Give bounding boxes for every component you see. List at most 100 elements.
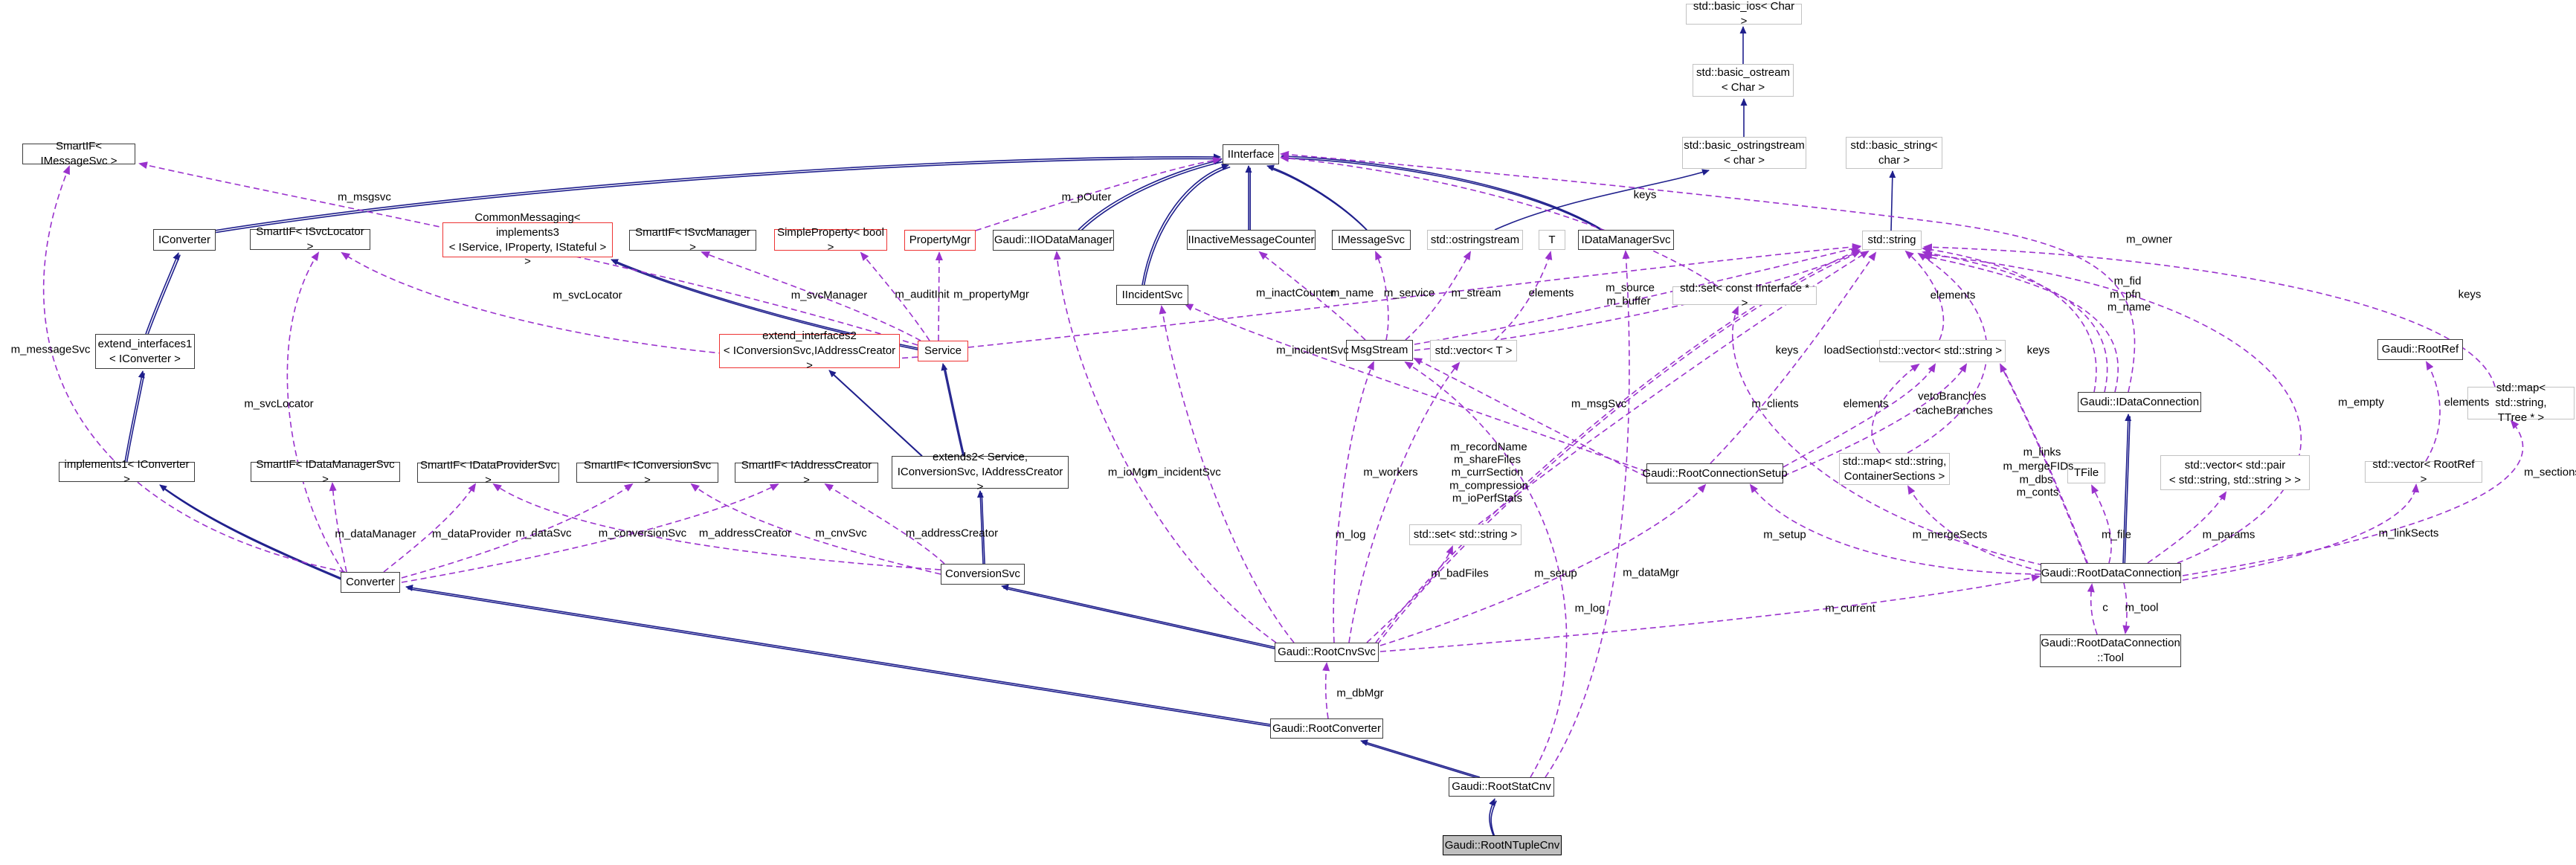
edge-rootcnvsvc-to-rootdataconnection	[1379, 574, 2041, 652]
class-node-smartif_isvclocator[interactable]: SmartIF< ISvcLocator >	[250, 225, 370, 253]
class-node-simpleproperty_bool[interactable]: SimpleProperty< bool >	[774, 226, 887, 254]
class-node-rootcnvsvc[interactable]: Gaudi::RootCnvSvc	[1275, 643, 1379, 662]
class-node-std_vector_rootref[interactable]: std::vector< RootRef >	[2365, 458, 2482, 486]
class-node-iconverter[interactable]: IConverter	[153, 229, 216, 251]
class-node-implements1[interactable]: implements1< IConverter >	[59, 458, 195, 486]
class-node-t_param[interactable]: T	[1539, 230, 1565, 250]
class-node-label: IConverter	[158, 233, 211, 246]
class-node-conversionsvc[interactable]: ConversionSvc	[941, 564, 1025, 585]
class-node-std_set_iinterface[interactable]: std::set< const IInterface * >	[1672, 282, 1817, 309]
edge-rootcnvsvc-to-std_string	[1375, 249, 1861, 643]
edge-rootconnectionsetup-to-std_vector_string	[1783, 363, 1968, 477]
class-node-std_vector_string[interactable]: std::vector< std::string >	[1879, 340, 2006, 362]
class-node-std_basic_ostream[interactable]: std::basic_ostream< Char >	[1693, 64, 1794, 97]
class-node-smartif_iaddresscreator[interactable]: SmartIF< IAddressCreator >	[735, 459, 878, 486]
class-node-label: std::vector< T >	[1434, 344, 1513, 357]
class-node-service[interactable]: Service	[918, 341, 968, 361]
class-node-rootconnectionsetup[interactable]: Gaudi::RootConnectionSetup	[1642, 463, 1788, 483]
class-node-label: Gaudi::IIODataManager	[994, 234, 1113, 247]
edge-idatamanagersvc-to-iinterface	[1281, 152, 1603, 231]
class-node-converter[interactable]: Converter	[341, 572, 400, 593]
edge-rootcnvsvc-to-iincidentsvc	[1159, 305, 1295, 643]
class-node-std_basic_ios[interactable]: std::basic_ios< Char >	[1686, 0, 1802, 28]
class-node-std_vector_pair[interactable]: std::vector< std::pair< std::string, std…	[2160, 455, 2310, 490]
class-node-label: Gaudi::RootCnvSvc	[1278, 646, 1376, 659]
edge-converter-to-smartif_idatamanagersvc	[329, 482, 347, 573]
class-node-std_ostringstream[interactable]: std::ostringstream	[1427, 230, 1523, 250]
class-node-label: MsgStream	[1350, 344, 1408, 357]
class-node-rootntuplecnv[interactable]: Gaudi::RootNTupleCnv	[1443, 835, 1562, 855]
class-node-label: < IService, IProperty, IStateful > >	[448, 240, 607, 268]
class-node-label: ContainerSections >	[1844, 469, 1945, 483]
class-node-iinactivemessagecounter[interactable]: IInactiveMessageCounter	[1187, 230, 1316, 250]
class-node-imessagesvc[interactable]: IMessageSvc	[1332, 230, 1411, 250]
class-node-smartif_iconversionsvc[interactable]: SmartIF< IConversionSvc >	[576, 459, 718, 486]
edge-gaudi_idataconnection-to-std_string	[1922, 254, 2119, 393]
edge-rootntuplecnv-to-rootstatcnv	[1490, 800, 1497, 837]
edge-rootdataconnection-to-std_vector_string	[2000, 363, 2087, 564]
class-node-extend_interfaces1[interactable]: extend_interfaces1 < IConverter >	[95, 334, 195, 369]
class-node-label: Gaudi::RootConnectionSetup	[1642, 466, 1788, 480]
class-node-label: < std::string, std::string > >	[2168, 473, 2302, 486]
class-node-iincidentsvc[interactable]: IIncidentSvc	[1116, 285, 1188, 305]
edge-std_vector_t-to-t_param	[1494, 251, 1553, 341]
class-node-label: < char >	[1723, 153, 1765, 167]
class-node-idatamanagersvc[interactable]: IDataManagerSvc	[1578, 230, 1674, 250]
class-node-gaudi_idataconnection[interactable]: Gaudi::IDataConnection	[2078, 392, 2201, 412]
edge-service-to-smartif_isvclocator	[341, 251, 918, 361]
class-node-smartif_isvcmanager[interactable]: SmartIF< ISvcManager >	[629, 226, 756, 254]
class-node-tfile[interactable]: TFile	[2067, 463, 2105, 483]
edge-rootconverter-to-rootcnvsvc	[1322, 662, 1330, 719]
edge-conversionsvc-to-extends2	[981, 492, 985, 566]
edge-idatamanagersvc-to-iinterface	[1283, 157, 1605, 233]
class-node-label: < IConverter >	[109, 352, 181, 365]
class-node-commonmessaging[interactable]: CommonMessaging< implements3< IService, …	[442, 211, 613, 268]
class-node-std_set_string[interactable]: std::set< std::string >	[1409, 524, 1522, 545]
class-node-std_map_ttree[interactable]: std::map< std::string,TTree * >	[2467, 382, 2575, 424]
class-node-smartif_idataprovidersvc[interactable]: SmartIF< IDataProviderSvc >	[417, 459, 559, 486]
edge-conversionsvc-to-extends2	[976, 490, 984, 565]
class-node-std_map_containersections[interactable]: std::map< std::string,ContainerSections …	[1839, 453, 1950, 485]
class-node-label: std::basic_ostringstream	[1684, 138, 1805, 152]
class-node-msgstream[interactable]: MsgStream	[1346, 340, 1413, 361]
class-node-std_basic_string[interactable]: std::basic_string<char >	[1846, 137, 1942, 169]
class-node-label: std::vector< RootRef >	[2372, 457, 2475, 486]
class-node-label: SmartIF< IDataProviderSvc >	[420, 458, 556, 486]
edge-rootdataconnection-to-std_map_containersections	[1907, 485, 2041, 572]
class-node-rootconverter[interactable]: Gaudi::RootConverter	[1270, 718, 1383, 739]
edge-converter-to-smartif_iaddresscreator	[401, 483, 779, 583]
class-node-label: IIncidentSvc	[1121, 288, 1183, 301]
class-node-rootstatcnv[interactable]: Gaudi::RootStatCnv	[1449, 777, 1554, 797]
class-node-std_string[interactable]: std::string	[1862, 231, 1922, 250]
edge-rootdataconnection-to-gaudi_idataconnection	[2122, 414, 2132, 564]
class-node-label: Gaudi::RootStatCnv	[1452, 780, 1551, 794]
class-node-rootdataconnection_tool[interactable]: Gaudi::RootDataConnection::Tool	[2040, 634, 2181, 667]
class-node-smartif_idatamanagersvc[interactable]: SmartIF< IDataManagerSvc >	[251, 458, 400, 486]
class-node-label: extend_interfaces2	[762, 329, 857, 343]
edge-imessagesvc-to-iinterface	[1266, 164, 1368, 231]
class-node-label: SmartIF< IAddressCreator >	[741, 458, 872, 486]
class-node-iiodatamanager[interactable]: Gaudi::IIODataManager	[993, 230, 1114, 251]
edge-msgstream-to-iinactivemessagecounter	[1258, 251, 1366, 341]
class-node-label: extends2< Service,	[933, 451, 1028, 464]
edge-msgstream-to-imessagesvc	[1375, 251, 1389, 341]
class-node-rootdataconnection[interactable]: Gaudi::RootDataConnection	[2041, 563, 2181, 583]
edge-service-to-std_string	[967, 242, 1861, 348]
class-node-extend_interfaces2[interactable]: extend_interfaces2< IConversionSvc,IAddr…	[719, 329, 900, 372]
class-node-propertymgr[interactable]: PropertyMgr	[904, 230, 976, 251]
edge-implements1-to-extend_interfaces1	[126, 373, 145, 464]
class-node-smartif_imessagesvc[interactable]: SmartIF< IMessageSvc >	[22, 140, 135, 167]
class-node-label: std::vector< std::pair	[2184, 458, 2286, 472]
edge-rootdataconnection-to-rootconnectionsetup	[1749, 483, 2041, 575]
class-node-label: extend_interfaces1	[97, 337, 193, 350]
class-node-extends2[interactable]: extends2< Service,IConversionSvc, IAddre…	[892, 451, 1069, 493]
class-node-iinterface[interactable]: IInterface	[1223, 144, 1279, 164]
edge-converter-to-smartif_iconversionsvc	[401, 483, 634, 579]
class-node-std_vector_t[interactable]: std::vector< T >	[1430, 340, 1517, 361]
class-node-label: char >	[1878, 153, 1910, 167]
class-node-label: SmartIF< ISvcManager >	[635, 226, 750, 254]
class-node-std_basic_ostringstream[interactable]: std::basic_ostringstream< char >	[1682, 137, 1806, 169]
class-node-gaudi_rootref[interactable]: Gaudi::RootRef	[2377, 339, 2463, 360]
class-node-label: IInactiveMessageCounter	[1188, 233, 1315, 246]
edge-rootdataconnection-to-std_vector_rootref	[2182, 483, 2420, 581]
